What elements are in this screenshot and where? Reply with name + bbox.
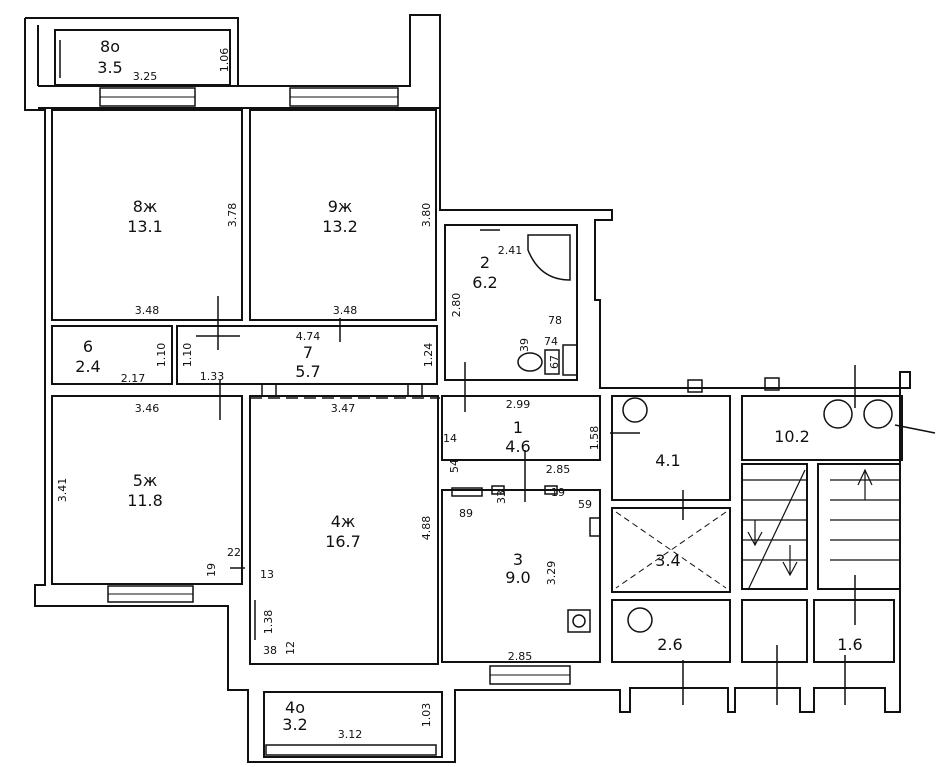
room-6-area: 2.4 (75, 357, 100, 376)
dim-label: 1.10 (155, 343, 168, 368)
room-4o-area: 3.2 (282, 715, 307, 734)
room-7-id: 7 (303, 343, 313, 362)
dim-label: 1.33 (200, 370, 225, 383)
dim-label: 4.74 (296, 330, 321, 343)
dimension-labels: 3.25 1.06 3.78 3.80 3.48 3.48 4.74 2.41 … (56, 48, 601, 741)
room-8o-id: 8о (100, 37, 120, 56)
dim-label: 3.12 (338, 728, 363, 741)
dim-label: 59 (578, 498, 592, 511)
room-3-area: 9.0 (505, 568, 530, 587)
dim-label: 12 (284, 641, 297, 655)
dim-label: 39 (518, 338, 531, 352)
dim-label: 2.85 (508, 650, 533, 663)
room-5-area: 11.8 (127, 491, 163, 510)
dim-label: 1.38 (262, 610, 275, 635)
dim-label: 1.06 (218, 48, 231, 73)
room-8-id: 8ж (133, 197, 158, 216)
dim-label: 22 (227, 546, 241, 559)
room-6-id: 6 (83, 337, 93, 356)
dim-label: 3.41 (56, 478, 69, 503)
dim-label: 4.88 (420, 516, 433, 541)
dim-label: 74 (544, 335, 558, 348)
dim-label: 3.29 (545, 561, 558, 586)
dim-label: 1.24 (422, 343, 435, 368)
room-9-id: 9ж (328, 197, 353, 216)
room-3-id: 3 (513, 550, 523, 569)
dim-label: 3.25 (133, 70, 158, 83)
dim-label: 33 (495, 490, 508, 504)
dim-label: 38 (263, 644, 277, 657)
dim-label: 3.78 (226, 203, 239, 228)
dim-label: 19 (551, 486, 565, 499)
room-8o-area: 3.5 (97, 58, 122, 77)
dim-label: 78 (548, 314, 562, 327)
dim-label: 2.99 (506, 398, 531, 411)
dim-label: 3.48 (333, 304, 358, 317)
dim-label: 3.48 (135, 304, 160, 317)
common-area-10-2: 10.2 (774, 427, 810, 446)
dim-label: 3.46 (135, 402, 160, 415)
dim-label: 1.58 (588, 426, 601, 451)
common-area-1-6: 1.6 (837, 635, 862, 654)
room-4o-id: 4о (285, 698, 305, 717)
room-7-area: 5.7 (295, 362, 320, 381)
dim-label: 14 (443, 432, 457, 445)
dim-label: 54 (448, 459, 461, 473)
dim-label: 67 (548, 355, 561, 369)
dim-label: 2.80 (450, 293, 463, 318)
common-area-4-1: 4.1 (655, 451, 680, 470)
room-4-id: 4ж (331, 512, 356, 531)
room-2-area: 6.2 (472, 273, 497, 292)
room-labels: 8о 3.5 8ж 13.1 9ж 13.2 2 6.2 6 2.4 7 5.7… (75, 37, 862, 734)
room-1-area: 4.6 (505, 437, 530, 456)
walls (24, 14, 936, 763)
room-1-id: 1 (513, 418, 523, 437)
dim-label: 3.80 (420, 203, 433, 228)
common-area-3-4: 3.4 (655, 551, 680, 570)
dim-label: 2.41 (498, 244, 523, 257)
room-8-area: 13.1 (127, 217, 163, 236)
dim-label: 1.10 (181, 343, 194, 368)
common-area-2-6: 2.6 (657, 635, 682, 654)
room-9-area: 13.2 (322, 217, 358, 236)
dim-label: 89 (459, 507, 473, 520)
dim-label: 19 (205, 563, 218, 577)
dim-label: 13 (260, 568, 274, 581)
room-5-id: 5ж (133, 471, 158, 490)
dim-label: 2.85 (546, 463, 571, 476)
dim-label: 2.17 (121, 372, 146, 385)
room-4-area: 16.7 (325, 532, 361, 551)
room-2-id: 2 (480, 253, 490, 272)
dim-label: 1.03 (420, 703, 433, 728)
dim-label: 3.47 (331, 402, 356, 415)
